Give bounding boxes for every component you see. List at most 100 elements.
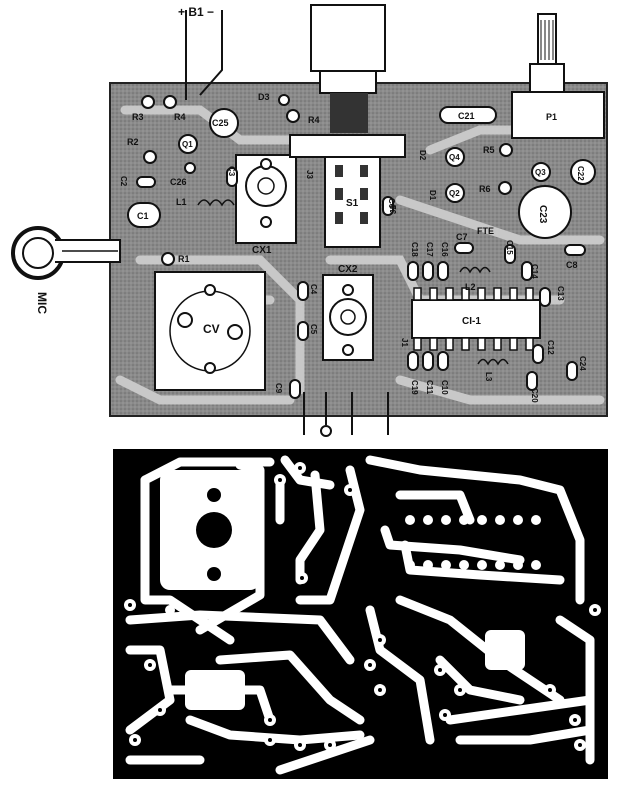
capacitor-c15 — [504, 244, 516, 264]
label-c13: C13 — [556, 286, 565, 301]
label-cx1: CX1 — [252, 245, 272, 256]
label-q4: Q4 — [449, 153, 460, 162]
label-c10: C10 — [440, 380, 449, 395]
transistor-q4 — [445, 147, 465, 167]
pad-r2 — [143, 150, 157, 164]
capacitor-c24 — [566, 361, 578, 381]
label-c16: C16 — [440, 242, 449, 257]
label-j2: J2 — [389, 205, 398, 214]
copper-side-board — [113, 449, 608, 779]
pad-r5 — [499, 143, 513, 157]
label-c3: C3 — [227, 166, 236, 177]
label-l1: L1 — [176, 197, 187, 207]
label-c14: C14 — [530, 264, 539, 279]
label-c15: C15 — [505, 240, 514, 255]
copper-holes-large — [196, 488, 232, 581]
label-r6: R6 — [479, 184, 491, 194]
capacitor-c16 — [437, 261, 449, 281]
label-c1: C1 — [137, 211, 149, 221]
label-q2: Q2 — [449, 189, 460, 198]
label-q3: Q3 — [535, 168, 546, 177]
label-cv: CV — [203, 322, 220, 336]
capacitor-c11 — [422, 351, 434, 371]
label-c7: C7 — [456, 232, 468, 242]
pad-r4 — [163, 95, 177, 109]
capacitor-c7 — [454, 242, 474, 254]
label-c25: C25 — [212, 118, 229, 128]
capacitor-c20 — [526, 371, 538, 391]
label-j3: J3 — [305, 170, 314, 179]
capacitor-c10 — [437, 351, 449, 371]
label-cx2: CX2 — [338, 264, 358, 275]
transistor-q3 — [531, 162, 551, 182]
label-c17: C17 — [425, 242, 434, 257]
coil-l1 — [197, 199, 235, 207]
label-r4: R4 — [174, 112, 186, 122]
transistor-q2 — [445, 183, 465, 203]
battery-label: + B1 − — [178, 5, 214, 19]
capacitor-c25 — [209, 108, 239, 138]
label-c21: C21 — [458, 111, 475, 121]
label-c11: C11 — [425, 380, 434, 395]
label-r5: R5 — [483, 145, 495, 155]
potentiometer-p1 — [511, 13, 605, 139]
pad-r6 — [498, 181, 512, 195]
coil-l3 — [477, 358, 509, 366]
rotary-knob — [310, 4, 386, 133]
capacitor-c14 — [521, 261, 533, 281]
label-c18: C18 — [410, 242, 419, 257]
label-r2: R2 — [127, 137, 139, 147]
capacitor-c18 — [407, 261, 419, 281]
label-c22: C22 — [576, 166, 585, 181]
capacitor-c13 — [539, 287, 551, 307]
label-s1: S1 — [346, 198, 359, 209]
label-p1: P1 — [546, 112, 557, 122]
component-side-board: + B1 − MIC — [11, 4, 608, 437]
pad-d3 — [278, 94, 290, 106]
coil-cx2 — [322, 274, 374, 361]
capacitor-c23 — [518, 185, 572, 239]
label-c20: C20 — [530, 388, 539, 403]
label-d2: D2 — [418, 150, 427, 161]
capacitor-c9 — [289, 379, 301, 399]
label-c23: C23 — [537, 205, 548, 224]
label-fte: FTE — [477, 226, 494, 236]
label-c9: C9 — [274, 383, 283, 394]
ic-ci1 — [411, 287, 541, 351]
mic-label: MIC — [35, 292, 49, 314]
label-r1: R1 — [178, 254, 190, 264]
label-d3: D3 — [258, 92, 270, 102]
coil-l2 — [459, 266, 491, 274]
pad-r3 — [141, 95, 155, 109]
capacitor-c3 — [226, 167, 238, 187]
pad-c26 — [184, 162, 196, 174]
capacitor-c21 — [439, 106, 497, 124]
label-r4b: R4 — [308, 115, 320, 125]
transistor-q1 — [178, 134, 198, 154]
capacitor-c22 — [570, 159, 596, 185]
label-c5: C5 — [309, 324, 318, 335]
label-l2: L2 — [465, 282, 476, 292]
variable-capacitor-cv — [154, 271, 266, 391]
label-l3: L3 — [484, 372, 493, 382]
capacitor-c12 — [532, 344, 544, 364]
label-q1: Q1 — [182, 140, 193, 149]
capacitor-c17 — [422, 261, 434, 281]
label-c6: C6 — [387, 198, 396, 209]
pad-r1 — [161, 252, 175, 266]
label-c26: C26 — [170, 177, 187, 187]
pad-r4b — [286, 109, 300, 123]
capacitor-c4 — [297, 281, 309, 301]
label-c4: C4 — [309, 284, 318, 295]
switch-s1 — [289, 134, 406, 248]
capacitor-c5 — [297, 321, 309, 341]
coil-cx1 — [235, 154, 297, 244]
output-wires — [303, 392, 389, 437]
label-c24: C24 — [578, 356, 587, 371]
label-c19: C19 — [410, 380, 419, 395]
label-c2: C2 — [119, 176, 128, 187]
capacitor-c2 — [136, 176, 156, 188]
label-c12: C12 — [546, 340, 555, 355]
capacitor-c19 — [407, 351, 419, 371]
capacitor-c1 — [127, 202, 161, 228]
